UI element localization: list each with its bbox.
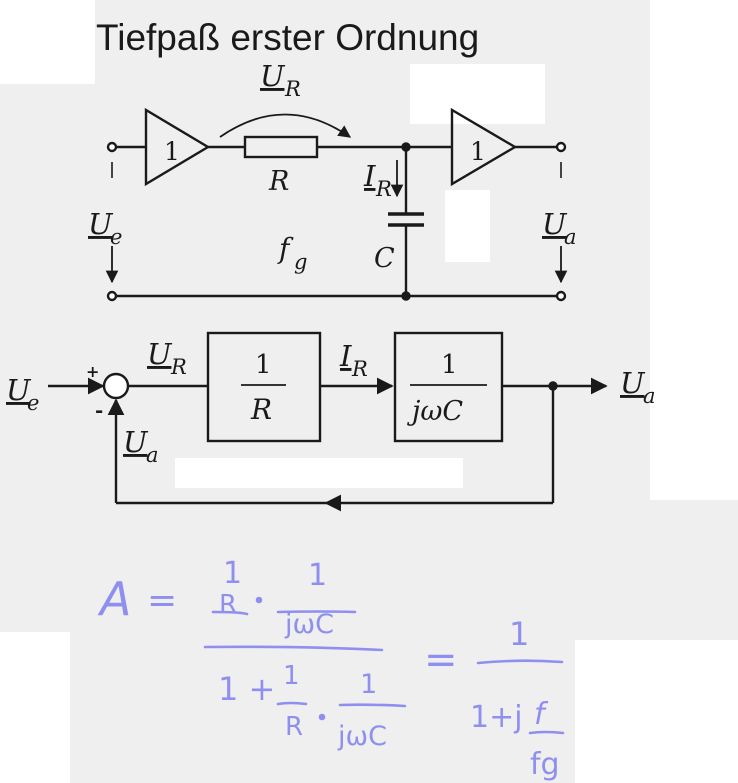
block-ur-label: U — [147, 337, 173, 371]
hw-num-1b: 1 — [308, 558, 327, 593]
block1-denominator: R — [250, 393, 272, 426]
minus-sign: - — [95, 398, 103, 422]
white-patch — [410, 64, 545, 124]
ue-label: U — [88, 207, 114, 241]
page-title: Tiefpaß erster Ordnung — [96, 17, 479, 58]
ir-label: I — [363, 159, 376, 193]
ua-label: U — [542, 207, 568, 241]
hw-den-1b: 1 — [360, 669, 377, 700]
output-terminal-bottom — [555, 290, 567, 302]
hw-bar-f — [528, 730, 565, 735]
hw-rhs-f: f — [534, 697, 549, 732]
resistor-symbol — [243, 135, 319, 159]
block-diagram — [48, 331, 608, 512]
white-patch — [0, 0, 95, 84]
white-patch — [650, 0, 738, 500]
hw-bar-den-r — [276, 701, 308, 706]
hw-den-r: R — [285, 712, 303, 742]
hw-rhs-fg: fg — [530, 747, 560, 782]
buffer-gain-out: 1 — [470, 137, 486, 166]
block1-numerator: 1 — [255, 350, 272, 380]
block-feedback-label: U — [123, 425, 149, 459]
output-terminal-top — [555, 141, 567, 153]
input-terminal-bottom — [106, 290, 118, 302]
fg-label: f — [277, 232, 294, 265]
white-patch — [445, 190, 490, 262]
block-ua-label: U — [620, 366, 646, 400]
block2-denominator: jωC — [407, 396, 463, 427]
hw-dot-1 — [255, 596, 263, 604]
capacitor-label: C — [374, 243, 395, 274]
block-feedback-subscript: a — [146, 443, 159, 467]
hw-rhs-onej: 1+j — [470, 700, 523, 735]
ua-subscript: a — [564, 225, 577, 249]
block-ua-subscript: a — [643, 384, 656, 408]
hw-bar-den-jwc — [338, 703, 407, 708]
hw-main-bar — [203, 645, 384, 652]
input-terminal-top — [106, 141, 118, 153]
summing-junction — [102, 372, 130, 400]
block-ue-subscript: e — [27, 391, 39, 415]
block-ur-subscript: R — [170, 355, 187, 379]
hw-num-jwc: jωC — [284, 609, 334, 640]
ur-subscript: R — [284, 77, 301, 101]
block2-numerator: 1 — [441, 350, 458, 380]
white-patch — [0, 632, 70, 783]
hw-eq2: = — [424, 637, 458, 683]
hw-A: A — [97, 572, 131, 626]
hw-num-1a: 1 — [223, 556, 242, 591]
fg-subscript: g — [294, 250, 307, 274]
ue-subscript: e — [110, 225, 122, 249]
hw-dot-2 — [318, 713, 326, 721]
block-ir-subscript: R — [351, 357, 368, 381]
hw-rhs-1: 1 — [509, 615, 529, 653]
handwritten-formula: A = 1 R 1 jωC 1 + 1 R 1 jωC = 1 1+j f fg — [97, 556, 560, 782]
ur-voltage-arrow — [219, 113, 352, 138]
circuit-diagram — [105, 107, 568, 302]
hw-bar-jwc — [276, 610, 357, 614]
output-buffer-triangle — [450, 107, 518, 187]
resistor-label: R — [268, 166, 289, 197]
ur-label: U — [260, 59, 286, 93]
input-buffer-triangle — [144, 107, 211, 187]
plus-sign: + — [86, 362, 99, 381]
block-ue-label: U — [6, 373, 32, 407]
hw-den-jwc: jωC — [337, 721, 387, 752]
ir-subscript: R — [375, 177, 392, 201]
hw-eq1: = — [147, 580, 177, 621]
handwritten-strokes — [203, 596, 565, 735]
hw-bar-r — [211, 610, 249, 616]
hw-den-1a: 1 — [283, 661, 300, 691]
hw-bar-rhs — [476, 659, 564, 665]
block-ir-label: I — [339, 339, 352, 373]
hw-num-r: R — [219, 590, 237, 620]
hw-den-oneplus: 1 + — [218, 670, 275, 708]
buffer-gain-in: 1 — [164, 137, 180, 166]
white-patch — [575, 640, 738, 783]
white-patch — [175, 458, 463, 488]
